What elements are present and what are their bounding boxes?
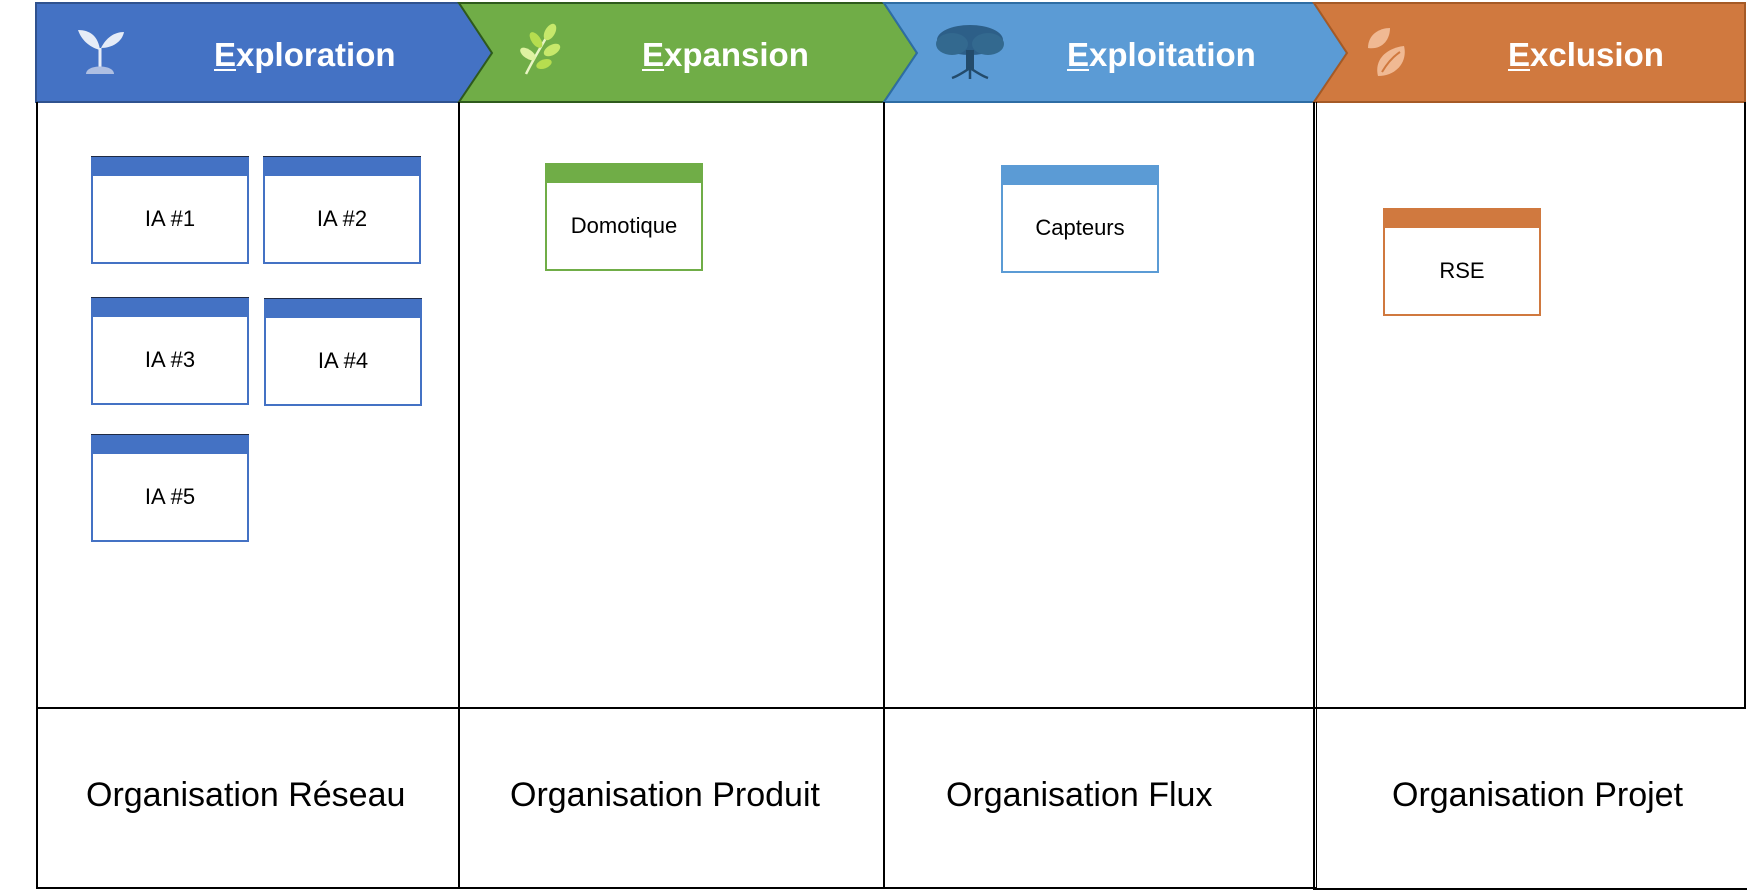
phase-title-rest: xclusion <box>1530 36 1664 73</box>
seedling-icon <box>78 30 124 74</box>
grid-divider-3b <box>1316 102 1317 890</box>
grid-left-border <box>36 102 38 889</box>
tree-icon <box>936 25 1004 80</box>
card-header-bar <box>91 434 249 454</box>
phase-title-exclusion: Exclusion <box>1508 30 1664 80</box>
card-label: IA #4 <box>317 348 369 373</box>
phase-title-expansion: Expansion <box>642 30 809 80</box>
org-label-produit: Organisation Produit <box>510 776 820 814</box>
card-ia-3[interactable]: IA #3 <box>91 297 249 405</box>
phase-title-initial: E <box>1508 36 1531 73</box>
card-header-bar <box>263 156 421 176</box>
grid-right-border <box>1744 102 1746 708</box>
phase-title-rest: xploration <box>236 36 396 73</box>
card-label: IA #5 <box>144 484 196 509</box>
card-label: Capteurs <box>1035 215 1125 240</box>
card-header-bar <box>545 163 703 183</box>
grid-bottom-border-exclusion <box>1313 888 1747 890</box>
card-ia-1[interactable]: IA #1 <box>91 156 249 264</box>
grid-bottom-border <box>36 887 1316 889</box>
card-label: IA #2 <box>316 206 368 231</box>
phase-title-exploitation: Exploitation <box>1067 30 1256 80</box>
phase-header-banner <box>35 2 1746 103</box>
grid-row-divider <box>36 707 1746 709</box>
card-domotique[interactable]: Domotique <box>545 163 703 271</box>
card-rse[interactable]: RSE <box>1383 208 1541 316</box>
card-header-bar <box>91 297 249 317</box>
org-label-flux: Organisation Flux <box>946 776 1213 814</box>
card-label: IA #3 <box>144 347 196 372</box>
leaves-icon <box>520 23 561 75</box>
phase-title-rest: xpansion <box>664 36 809 73</box>
card-ia-2[interactable]: IA #2 <box>263 156 421 264</box>
card-header-bar <box>264 298 422 318</box>
card-label: IA #1 <box>144 206 196 231</box>
grid-divider-3 <box>1313 102 1315 890</box>
card-label: RSE <box>1439 258 1485 283</box>
card-ia-5[interactable]: IA #5 <box>91 434 249 542</box>
phase-title-initial: E <box>1067 36 1090 73</box>
org-label-reseau: Organisation Réseau <box>86 776 406 814</box>
grid-divider-1 <box>458 102 460 889</box>
phase-title-exploration: Exploration <box>214 30 396 80</box>
phase-title-initial: E <box>642 36 665 73</box>
card-header-bar <box>91 156 249 176</box>
card-header-bar <box>1383 208 1541 228</box>
falling-leaves-icon <box>1368 28 1405 76</box>
card-label: Domotique <box>570 213 678 238</box>
grid-divider-2 <box>883 102 885 889</box>
card-header-bar <box>1001 165 1159 185</box>
exclusion-chevron <box>1312 2 1746 103</box>
phase-title-rest: xploitation <box>1089 36 1256 73</box>
org-label-projet: Organisation Projet <box>1392 776 1684 814</box>
card-ia-4[interactable]: IA #4 <box>264 298 422 406</box>
phase-title-initial: E <box>214 36 237 73</box>
card-capteurs[interactable]: Capteurs <box>1001 165 1159 273</box>
